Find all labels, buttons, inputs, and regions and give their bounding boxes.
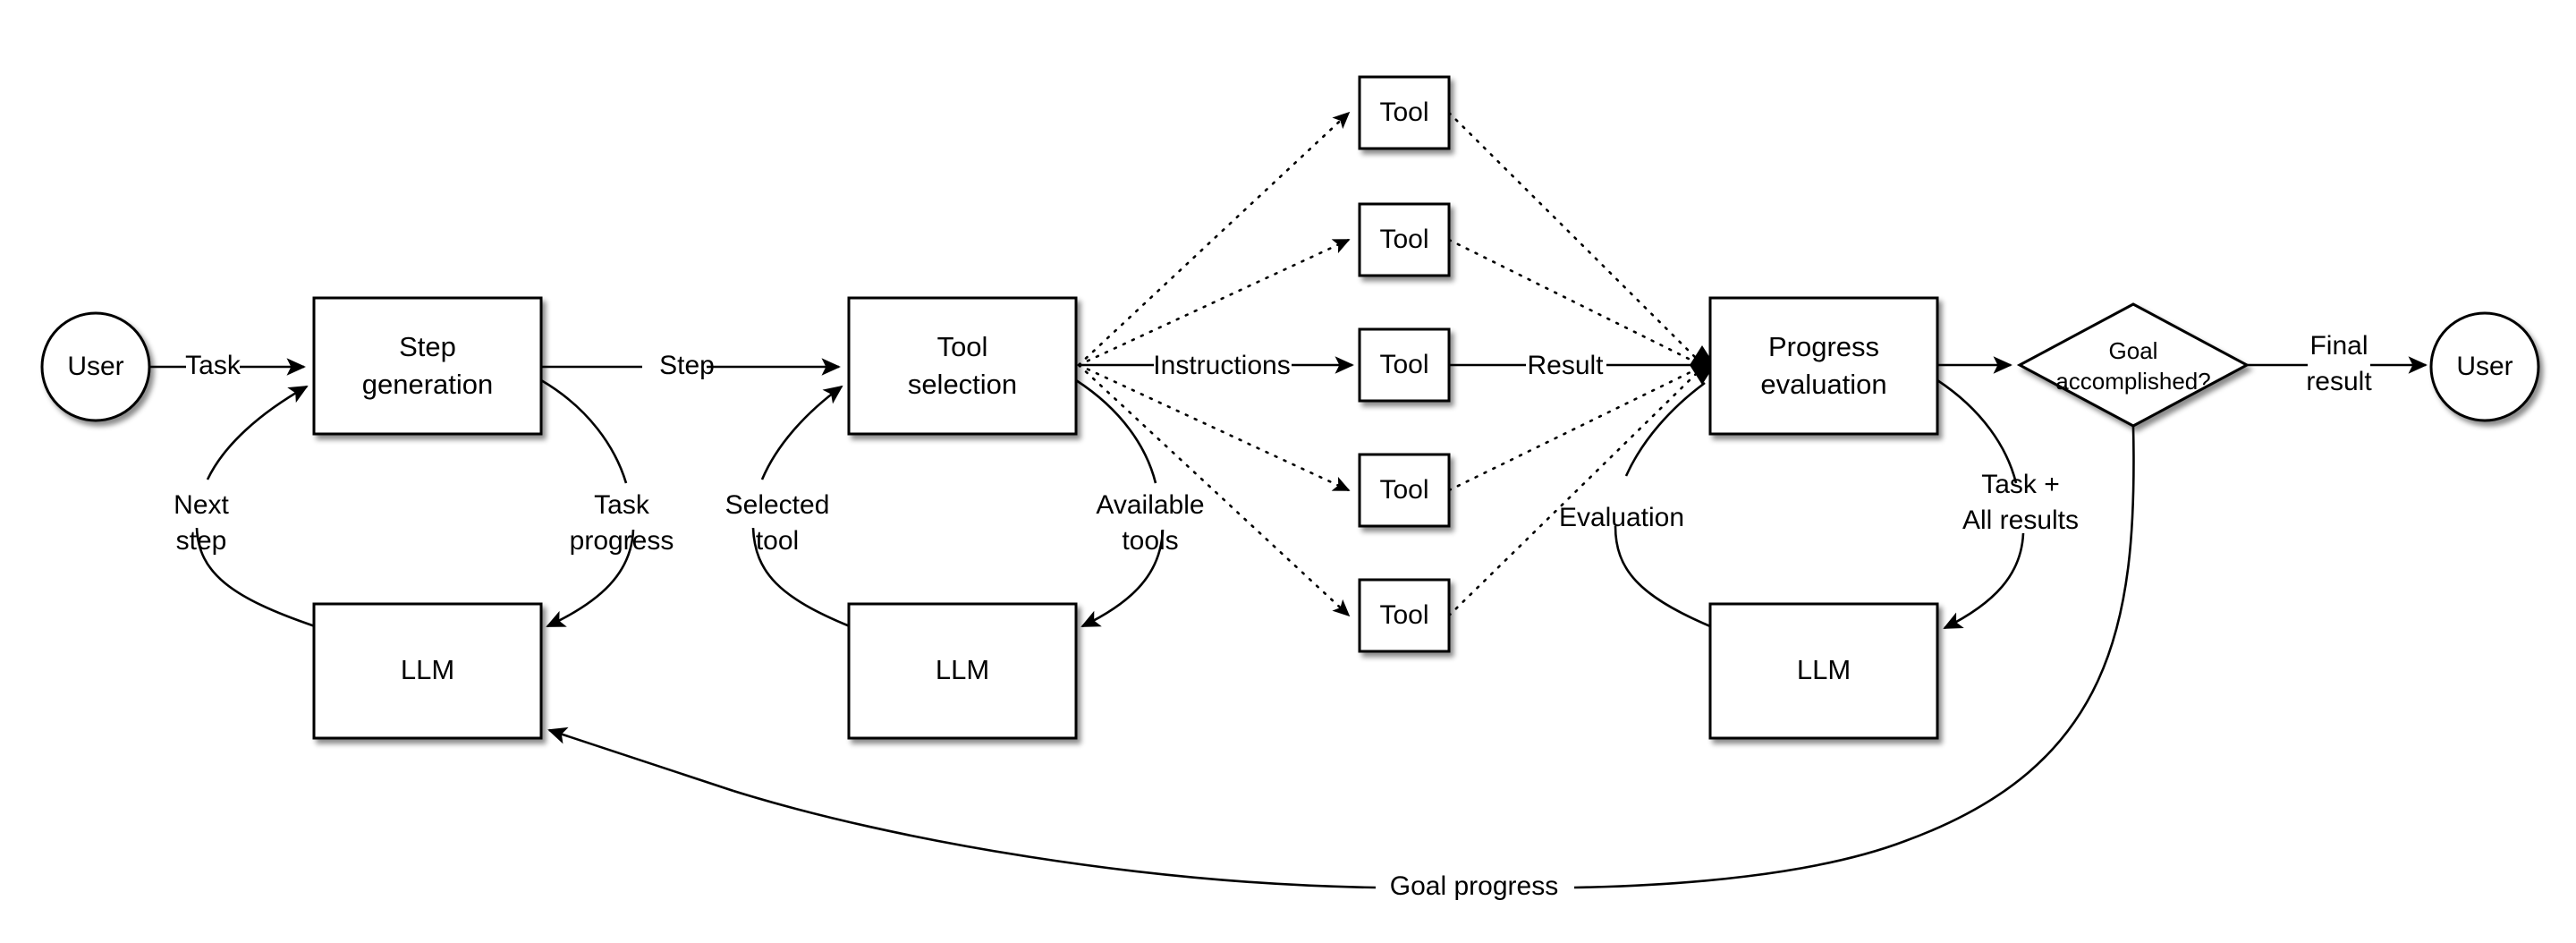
edge-label-task-progress-line2: progress bbox=[570, 526, 674, 556]
edge-goal-progress bbox=[547, 426, 2135, 889]
edge-task-progress bbox=[540, 378, 635, 628]
edge-label-selected-tool-line2: tool bbox=[756, 526, 799, 556]
llm-tool-label: LLM bbox=[936, 654, 989, 685]
node-tool-2[interactable]: Tool bbox=[1358, 202, 1451, 277]
node-user-end[interactable]: User bbox=[2429, 311, 2540, 422]
edge-label-evaluation: Evaluation bbox=[1559, 503, 1684, 532]
edge-label-task: Task bbox=[185, 351, 242, 380]
edge-label-task-all-results-line1: Task + bbox=[1981, 470, 2060, 499]
edge-fanout-tools bbox=[1077, 111, 1351, 617]
edge-selected-tool bbox=[751, 385, 851, 628]
node-tool-selection[interactable]: Tool selection bbox=[847, 296, 1078, 436]
llm-progress-label: LLM bbox=[1797, 654, 1851, 685]
tool-3-label: Tool bbox=[1379, 350, 1428, 379]
edge-fanin-tools bbox=[1447, 111, 1698, 617]
node-llm-step[interactable]: LLM bbox=[312, 602, 543, 740]
node-tool-1[interactable]: Tool bbox=[1358, 75, 1451, 150]
edge-label-final-result-line1: Final bbox=[2309, 331, 2368, 361]
step-generation-label-line2: generation bbox=[362, 369, 494, 400]
node-llm-tool[interactable]: LLM bbox=[847, 602, 1078, 740]
edge-next-step bbox=[195, 385, 316, 628]
edge-label-selected-tool-line1: Selected bbox=[725, 490, 830, 520]
edge-available-tools bbox=[1075, 378, 1165, 628]
step-generation-label-line1: Step bbox=[399, 331, 456, 362]
node-tool-4[interactable]: Tool bbox=[1358, 453, 1451, 528]
node-goal-decision[interactable]: Goal accomplished? bbox=[2016, 302, 2250, 428]
goal-decision-label-line1: Goal bbox=[2109, 337, 2158, 364]
tool-4-label: Tool bbox=[1379, 475, 1428, 505]
edge-label-result: Result bbox=[1527, 351, 1604, 380]
progress-evaluation-label-line2: evaluation bbox=[1760, 369, 1886, 400]
edge-label-next-step-line1: Next bbox=[174, 490, 229, 520]
tool-1-label: Tool bbox=[1379, 98, 1428, 127]
tool-5-label: Tool bbox=[1379, 600, 1428, 630]
node-step-generation[interactable]: Step generation bbox=[312, 296, 543, 436]
edge-label-instructions: Instructions bbox=[1153, 351, 1290, 380]
node-tool-5[interactable]: Tool bbox=[1358, 578, 1451, 653]
edge-label-next-step-line2: step bbox=[176, 526, 227, 556]
edge-label-task-all-results-line2: All results bbox=[1962, 505, 2079, 535]
tool-selection-label-line1: Tool bbox=[937, 331, 988, 362]
edge-label-final-result-line2: result bbox=[2306, 367, 2372, 396]
user-end-label: User bbox=[2456, 352, 2512, 381]
node-user-start[interactable]: User bbox=[40, 311, 151, 422]
junction-diamond bbox=[1690, 345, 1715, 385]
tool-2-label: Tool bbox=[1379, 225, 1428, 254]
edge-label-step: Step bbox=[659, 351, 715, 380]
goal-decision-label-line2: accomplished? bbox=[2055, 368, 2210, 395]
edge-label-available-tools-line2: tools bbox=[1122, 526, 1178, 556]
node-tool-3[interactable]: Tool bbox=[1358, 327, 1451, 403]
edge-label-goal-progress: Goal progress bbox=[1390, 871, 1558, 901]
edge-task-all-results bbox=[1936, 378, 2025, 630]
node-progress-evaluation[interactable]: Progress evaluation bbox=[1708, 296, 1939, 436]
node-llm-progress[interactable]: LLM bbox=[1708, 602, 1939, 740]
llm-step-label: LLM bbox=[401, 654, 454, 685]
edge-evaluation bbox=[1614, 381, 1711, 628]
edge-result bbox=[1449, 345, 1715, 385]
progress-evaluation-label-line1: Progress bbox=[1768, 331, 1879, 362]
edge-label-available-tools-line1: Available bbox=[1096, 490, 1204, 520]
edge-label-task-progress-line1: Task bbox=[594, 490, 650, 520]
user-start-label: User bbox=[67, 352, 123, 381]
tool-selection-label-line2: selection bbox=[908, 369, 1017, 400]
